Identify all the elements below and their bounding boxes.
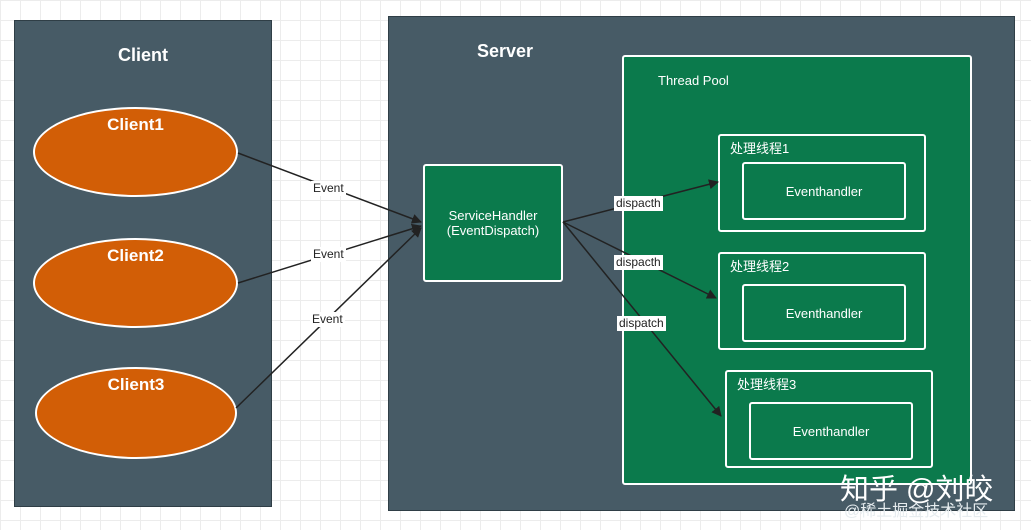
- dispatch-label-1: dispacth: [614, 196, 663, 211]
- thread-3-eventhandler-box: Eventhandler: [749, 402, 913, 460]
- thread-2-box: 处理线程2 Eventhandler: [718, 252, 926, 350]
- client-ellipse-1: Client1: [33, 107, 238, 197]
- thread-3-eventhandler-label: Eventhandler: [792, 423, 870, 439]
- server-panel-title: Server: [477, 41, 534, 61]
- service-handler-name: ServiceHandler: [448, 208, 538, 223]
- watermark-main: 知乎 @刘皎: [840, 474, 994, 506]
- thread-3-label: 处理线程3: [737, 377, 797, 392]
- client-2-label: Client2: [107, 246, 164, 265]
- client-panel: Client Client1 Client2 Client3: [14, 20, 272, 507]
- thread-2-eventhandler-label: Eventhandler: [785, 305, 863, 321]
- dispatch-label-3: dispatch: [617, 316, 666, 331]
- watermark-sub: @稀土掘金技术社区: [844, 503, 989, 520]
- thread-pool-box: Thread Pool 处理线程1 Eventhandler 处理线程2 Eve…: [622, 55, 972, 485]
- thread-2-label: 处理线程2: [730, 259, 790, 274]
- client-panel-title: Client: [117, 45, 168, 65]
- client-3-label: Client3: [107, 375, 165, 394]
- event-label-2: Event: [311, 247, 346, 262]
- thread-1-box: 处理线程1 Eventhandler: [718, 134, 926, 232]
- dispatch-label-2: dispacth: [614, 255, 663, 270]
- event-label-3: Event: [310, 312, 345, 327]
- client-ellipse-3: Client3: [35, 367, 237, 459]
- thread-2-eventhandler-box: Eventhandler: [742, 284, 906, 342]
- thread-1-eventhandler-label: Eventhandler: [785, 183, 863, 199]
- server-panel: Server ServiceHandler (EventDispatch) Th…: [388, 16, 1015, 511]
- event-label-1: Event: [311, 181, 346, 196]
- client-1-label: Client1: [107, 115, 164, 134]
- client-ellipse-2: Client2: [33, 238, 238, 328]
- service-handler-box: ServiceHandler (EventDispatch): [423, 164, 563, 282]
- thread-1-label: 处理线程1: [730, 141, 790, 156]
- thread-pool-title: Thread Pool: [658, 73, 729, 88]
- thread-1-eventhandler-box: Eventhandler: [742, 162, 906, 220]
- thread-3-box: 处理线程3 Eventhandler: [725, 370, 933, 468]
- service-handler-subtitle: (EventDispatch): [446, 223, 540, 238]
